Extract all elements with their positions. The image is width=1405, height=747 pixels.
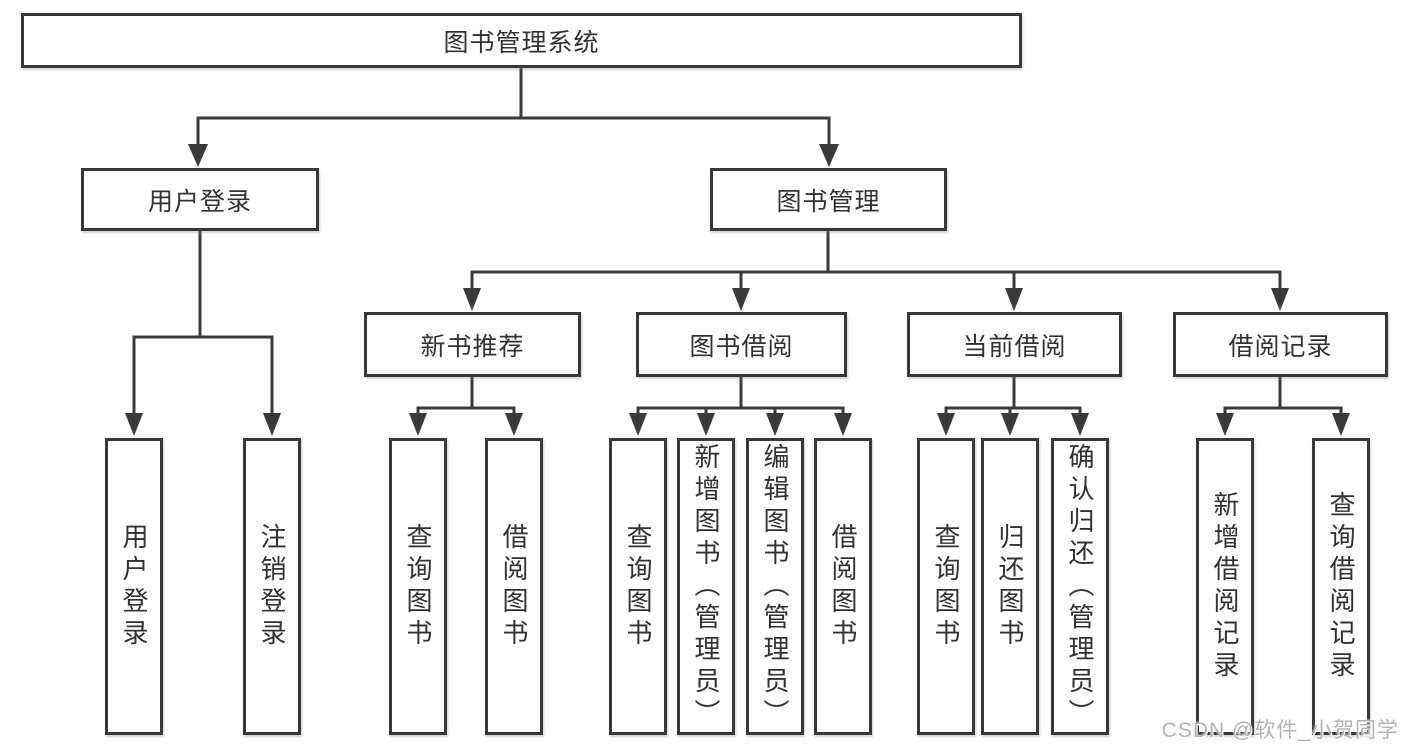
- leaf-newbook-query-books: 查询图书: [389, 438, 447, 735]
- node-label: 查询图书: [931, 522, 961, 651]
- node-label: 注销登录: [257, 522, 287, 651]
- leaf-records-add-record: 新增借阅记录: [1196, 438, 1254, 735]
- leaf-borrow-edit-books-admin: 编辑图书（管理员）: [746, 438, 804, 735]
- node-label: 用户登录: [147, 187, 252, 216]
- node-label: 图书管理系统: [443, 28, 600, 57]
- node-label: 查询图书: [623, 522, 653, 651]
- node-root: 图书管理系统: [21, 13, 1022, 68]
- csdn-watermark: CSDN @软件_小贺同学: [1161, 719, 1399, 742]
- connector-current-to-leaves: [937, 377, 1089, 436]
- node-user-login: 用户登录: [81, 168, 319, 231]
- leaf-borrow-borrow-books: 借阅图书: [814, 438, 872, 735]
- leaf-borrow-query-books: 查询图书: [609, 438, 667, 735]
- node-label: 新增图书（管理员）: [691, 442, 721, 731]
- connector-bookmgmt-to-level3: [463, 231, 1289, 311]
- connector-newbook-to-leaves: [409, 377, 523, 436]
- leaf-current-query-books: 查询图书: [917, 438, 975, 735]
- leaf-user-login: 用户登录: [105, 438, 163, 735]
- leaf-records-query-record: 查询借阅记录: [1312, 438, 1370, 735]
- node-new-book-recommend: 新书推荐: [364, 312, 581, 377]
- node-label: 编辑图书（管理员）: [760, 442, 790, 731]
- node-label: 图书管理: [776, 187, 881, 216]
- node-current-borrow: 当前借阅: [907, 312, 1122, 377]
- leaf-current-return-books: 归还图书: [981, 438, 1039, 735]
- leaf-borrow-add-books-admin: 新增图书（管理员）: [677, 438, 735, 735]
- node-label: 当前借阅: [962, 332, 1067, 361]
- node-label: 查询图书: [403, 522, 433, 651]
- node-label: 新书推荐: [420, 332, 525, 361]
- node-label: 归还图书: [995, 522, 1025, 651]
- connector-root-to-level2: [188, 66, 839, 167]
- connector-userlogin-to-leaves: [125, 231, 281, 436]
- node-label: 查询借阅记录: [1326, 490, 1356, 683]
- node-label: 借阅记录: [1228, 332, 1333, 361]
- connector-borrow-to-leaves: [629, 377, 852, 436]
- node-label: 新增借阅记录: [1210, 490, 1240, 683]
- node-label: 图书借阅: [689, 332, 794, 361]
- node-book-borrow: 图书借阅: [636, 312, 847, 377]
- node-borrow-records: 借阅记录: [1173, 312, 1388, 377]
- leaf-current-confirm-return-admin: 确认归还（管理员）: [1051, 438, 1109, 735]
- leaf-logout: 注销登录: [243, 438, 301, 735]
- node-label: 借阅图书: [828, 522, 858, 651]
- node-label: 用户登录: [119, 522, 149, 651]
- node-label: 借阅图书: [499, 522, 529, 651]
- connector-records-to-leaves: [1216, 377, 1350, 436]
- node-label: 确认归还（管理员）: [1065, 442, 1095, 731]
- leaf-newbook-borrow-books: 借阅图书: [485, 438, 543, 735]
- node-book-management: 图书管理: [710, 168, 947, 231]
